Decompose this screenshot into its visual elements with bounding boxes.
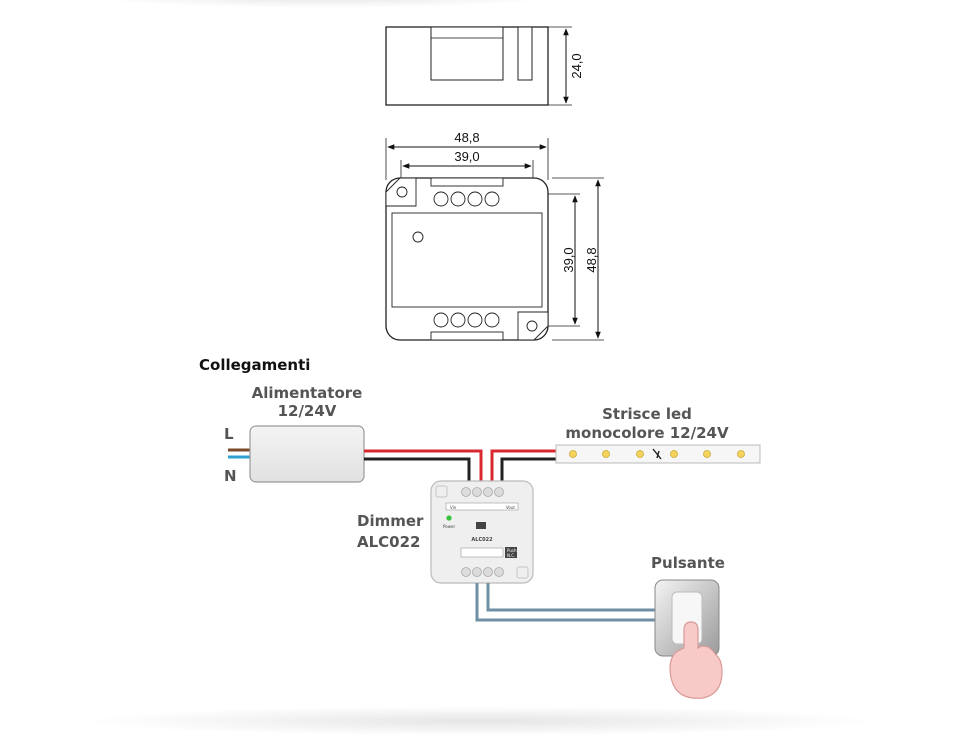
led-strip [555, 444, 761, 464]
dimmer-vout-label: Vout [506, 505, 515, 510]
dim-height-label: 24,0 [569, 53, 584, 78]
dimmer-vin-label: Vin [450, 505, 457, 510]
power-supply-box [249, 425, 365, 483]
side-view-drawing [385, 26, 572, 106]
section-title: Collegamenti [199, 356, 310, 374]
power-supply-label-2: 12/24V [278, 402, 337, 420]
top-shadow [90, 0, 560, 8]
dimmer-model-label: ALC022 [471, 537, 493, 543]
dimmer-nc-label: N.C. [507, 553, 515, 558]
dim-outer-width-label: 48,8 [454, 130, 479, 145]
finger-icon [669, 621, 723, 699]
supply-wires [364, 449, 483, 488]
mains-wires [228, 448, 252, 459]
led-strip-label-2: monocolore 12/24V [565, 424, 729, 442]
dimmer-power-label: Power [443, 524, 455, 529]
button-label: Pulsante [651, 554, 725, 572]
dimmer-label-1: Dimmer [357, 512, 424, 530]
power-supply-label-1: Alimentatore [252, 384, 363, 402]
dim-outer-height-label: 48,8 [584, 247, 599, 272]
dimmer-label-2: ALC022 [357, 533, 421, 551]
mains-n-label: N [224, 467, 237, 485]
mains-l-label: L [224, 425, 234, 443]
dimmer-push-label: Push [507, 548, 517, 553]
dim-inner-width-label: 39,0 [454, 149, 479, 164]
led-wires [490, 449, 558, 488]
led-strip-label-1: Strisce led [602, 405, 692, 423]
dim-inner-height-label: 39,0 [561, 247, 576, 272]
dimmer-device [430, 480, 534, 584]
wiring-diagram: 24,0 48,8 3 [199, 26, 761, 699]
top-view-drawing [385, 138, 604, 341]
button-wires [475, 583, 662, 622]
